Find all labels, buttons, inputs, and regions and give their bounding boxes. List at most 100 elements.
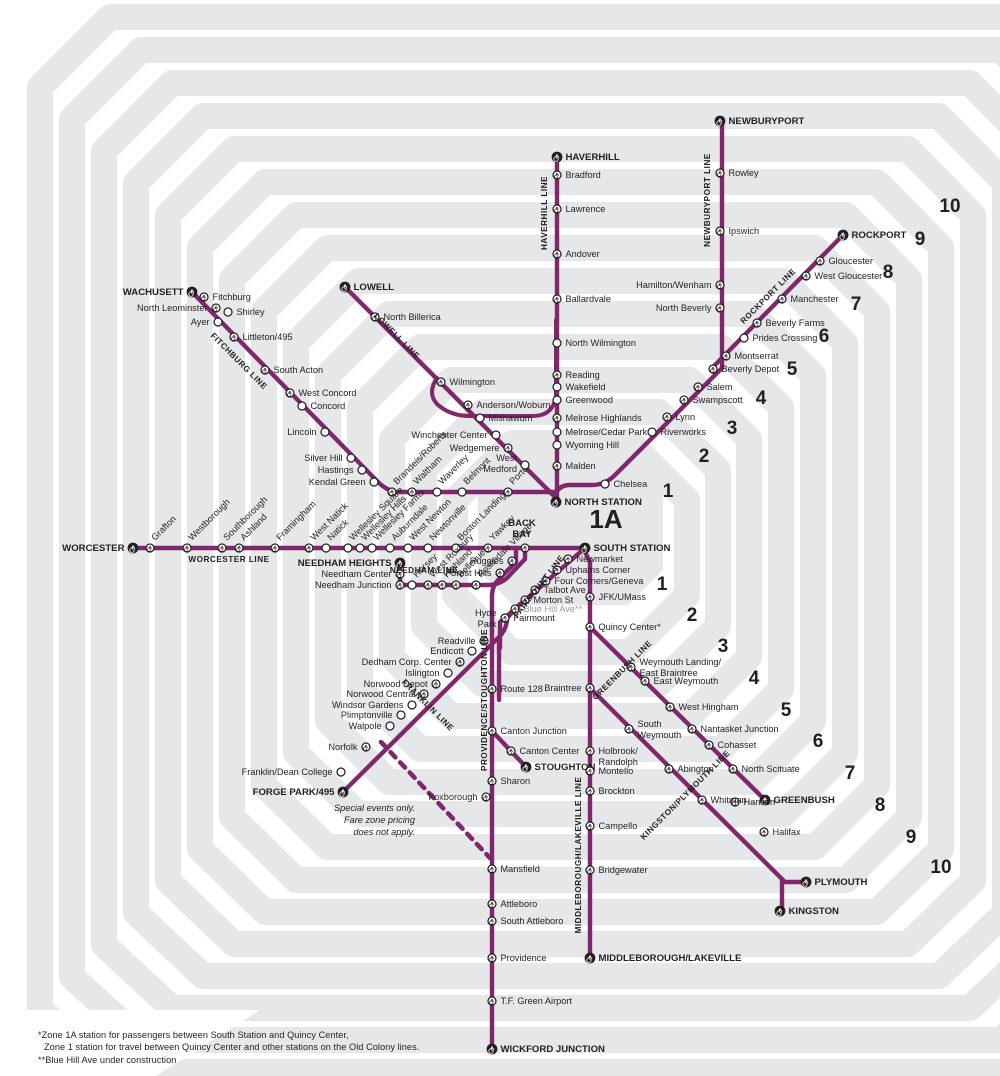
station-marker[interactable]: [483, 543, 493, 553]
station-marker[interactable]: [407, 580, 417, 590]
station-marker[interactable]: [355, 543, 365, 553]
station-marker[interactable]: [837, 229, 849, 241]
station-dot[interactable]: [213, 317, 223, 327]
station-dot[interactable]: [451, 543, 461, 553]
station-marker[interactable]: [387, 487, 397, 497]
station-dot[interactable]: [321, 543, 331, 553]
station-dot[interactable]: [223, 307, 233, 317]
station-marker[interactable]: [357, 465, 367, 475]
station-marker[interactable]: [715, 280, 725, 290]
station-marker[interactable]: [487, 916, 497, 926]
station-dot[interactable]: [343, 543, 353, 553]
station-dot[interactable]: [552, 440, 562, 450]
station-dot[interactable]: [297, 401, 307, 411]
station-marker[interactable]: [585, 622, 595, 632]
station-marker[interactable]: [395, 569, 405, 579]
station-marker[interactable]: [336, 767, 346, 777]
station-dot[interactable]: [346, 453, 356, 463]
station-marker[interactable]: [708, 364, 718, 374]
station-marker[interactable]: [431, 679, 441, 689]
station-marker[interactable]: [321, 543, 331, 553]
station-marker[interactable]: [510, 604, 520, 614]
station-marker[interactable]: [370, 312, 380, 322]
station-dot[interactable]: [457, 487, 467, 497]
station-marker[interactable]: [423, 543, 433, 553]
station-marker[interactable]: [432, 487, 442, 497]
station-marker[interactable]: [443, 668, 453, 678]
station-marker[interactable]: [715, 226, 725, 236]
station-marker[interactable]: [714, 115, 726, 127]
station-marker[interactable]: [491, 430, 501, 440]
station-dot[interactable]: [367, 543, 377, 553]
station-marker[interactable]: [552, 395, 562, 405]
station-marker[interactable]: [419, 689, 429, 699]
station-marker[interactable]: [664, 764, 674, 774]
station-dot[interactable]: [385, 543, 395, 553]
station-marker[interactable]: [385, 721, 395, 731]
station-dot[interactable]: [432, 487, 442, 497]
station-marker[interactable]: [270, 543, 280, 553]
station-marker[interactable]: [487, 996, 497, 1006]
station-marker[interactable]: [463, 400, 473, 410]
station-marker[interactable]: [145, 543, 155, 553]
station-dot[interactable]: [407, 700, 417, 710]
station-marker[interactable]: [260, 365, 270, 375]
station-marker[interactable]: [530, 585, 540, 595]
station-dot[interactable]: [491, 430, 501, 440]
station-marker[interactable]: [506, 746, 516, 756]
station-marker[interactable]: [520, 595, 530, 605]
station-marker[interactable]: [552, 249, 562, 259]
station-marker[interactable]: [223, 307, 233, 317]
station-marker[interactable]: [584, 952, 596, 964]
station-marker[interactable]: [697, 795, 707, 805]
station-marker[interactable]: [626, 662, 636, 672]
station-marker[interactable]: [186, 286, 198, 298]
station-marker[interactable]: [396, 710, 406, 720]
station-dot[interactable]: [336, 767, 346, 777]
station-dot[interactable]: [320, 427, 330, 437]
station-marker[interactable]: [704, 740, 714, 750]
station-marker[interactable]: [600, 479, 610, 489]
station-dot[interactable]: [552, 427, 562, 437]
station-marker[interactable]: [647, 427, 657, 437]
station-marker[interactable]: [552, 440, 562, 450]
station-marker[interactable]: [579, 542, 591, 554]
station-marker[interactable]: [127, 542, 139, 554]
station-dot[interactable]: [385, 721, 395, 731]
station-marker[interactable]: [552, 204, 562, 214]
station-marker[interactable]: [436, 377, 446, 387]
station-marker[interactable]: [552, 294, 562, 304]
station-marker[interactable]: [552, 170, 562, 180]
station-dot[interactable]: [647, 427, 657, 437]
station-dot[interactable]: [355, 543, 365, 553]
station-marker[interactable]: [285, 388, 295, 398]
station-marker[interactable]: [451, 580, 461, 590]
station-marker[interactable]: [759, 827, 769, 837]
station-dot[interactable]: [357, 465, 367, 475]
station-marker[interactable]: [487, 899, 497, 909]
station-dot[interactable]: [396, 710, 406, 720]
station-marker[interactable]: [585, 821, 595, 831]
station-marker[interactable]: [503, 487, 513, 497]
station-marker[interactable]: [211, 303, 221, 313]
station-marker[interactable]: [585, 786, 595, 796]
station-dot[interactable]: [552, 338, 562, 348]
station-marker[interactable]: [585, 683, 595, 693]
station-marker[interactable]: [552, 413, 562, 423]
station-marker[interactable]: [486, 1043, 498, 1055]
station-marker[interactable]: [320, 427, 330, 437]
station-marker[interactable]: [407, 487, 417, 497]
station-marker[interactable]: [777, 294, 787, 304]
station-marker[interactable]: [217, 543, 227, 553]
station-dot[interactable]: [739, 333, 749, 343]
station-marker[interactable]: [541, 576, 551, 586]
station-marker[interactable]: [507, 556, 517, 566]
station-marker[interactable]: [455, 657, 465, 667]
station-marker[interactable]: [487, 864, 497, 874]
station-marker[interactable]: [552, 427, 562, 437]
station-marker[interactable]: [437, 580, 447, 590]
station-dot[interactable]: [552, 382, 562, 392]
station-marker[interactable]: [467, 646, 477, 656]
station-marker[interactable]: [385, 543, 395, 553]
